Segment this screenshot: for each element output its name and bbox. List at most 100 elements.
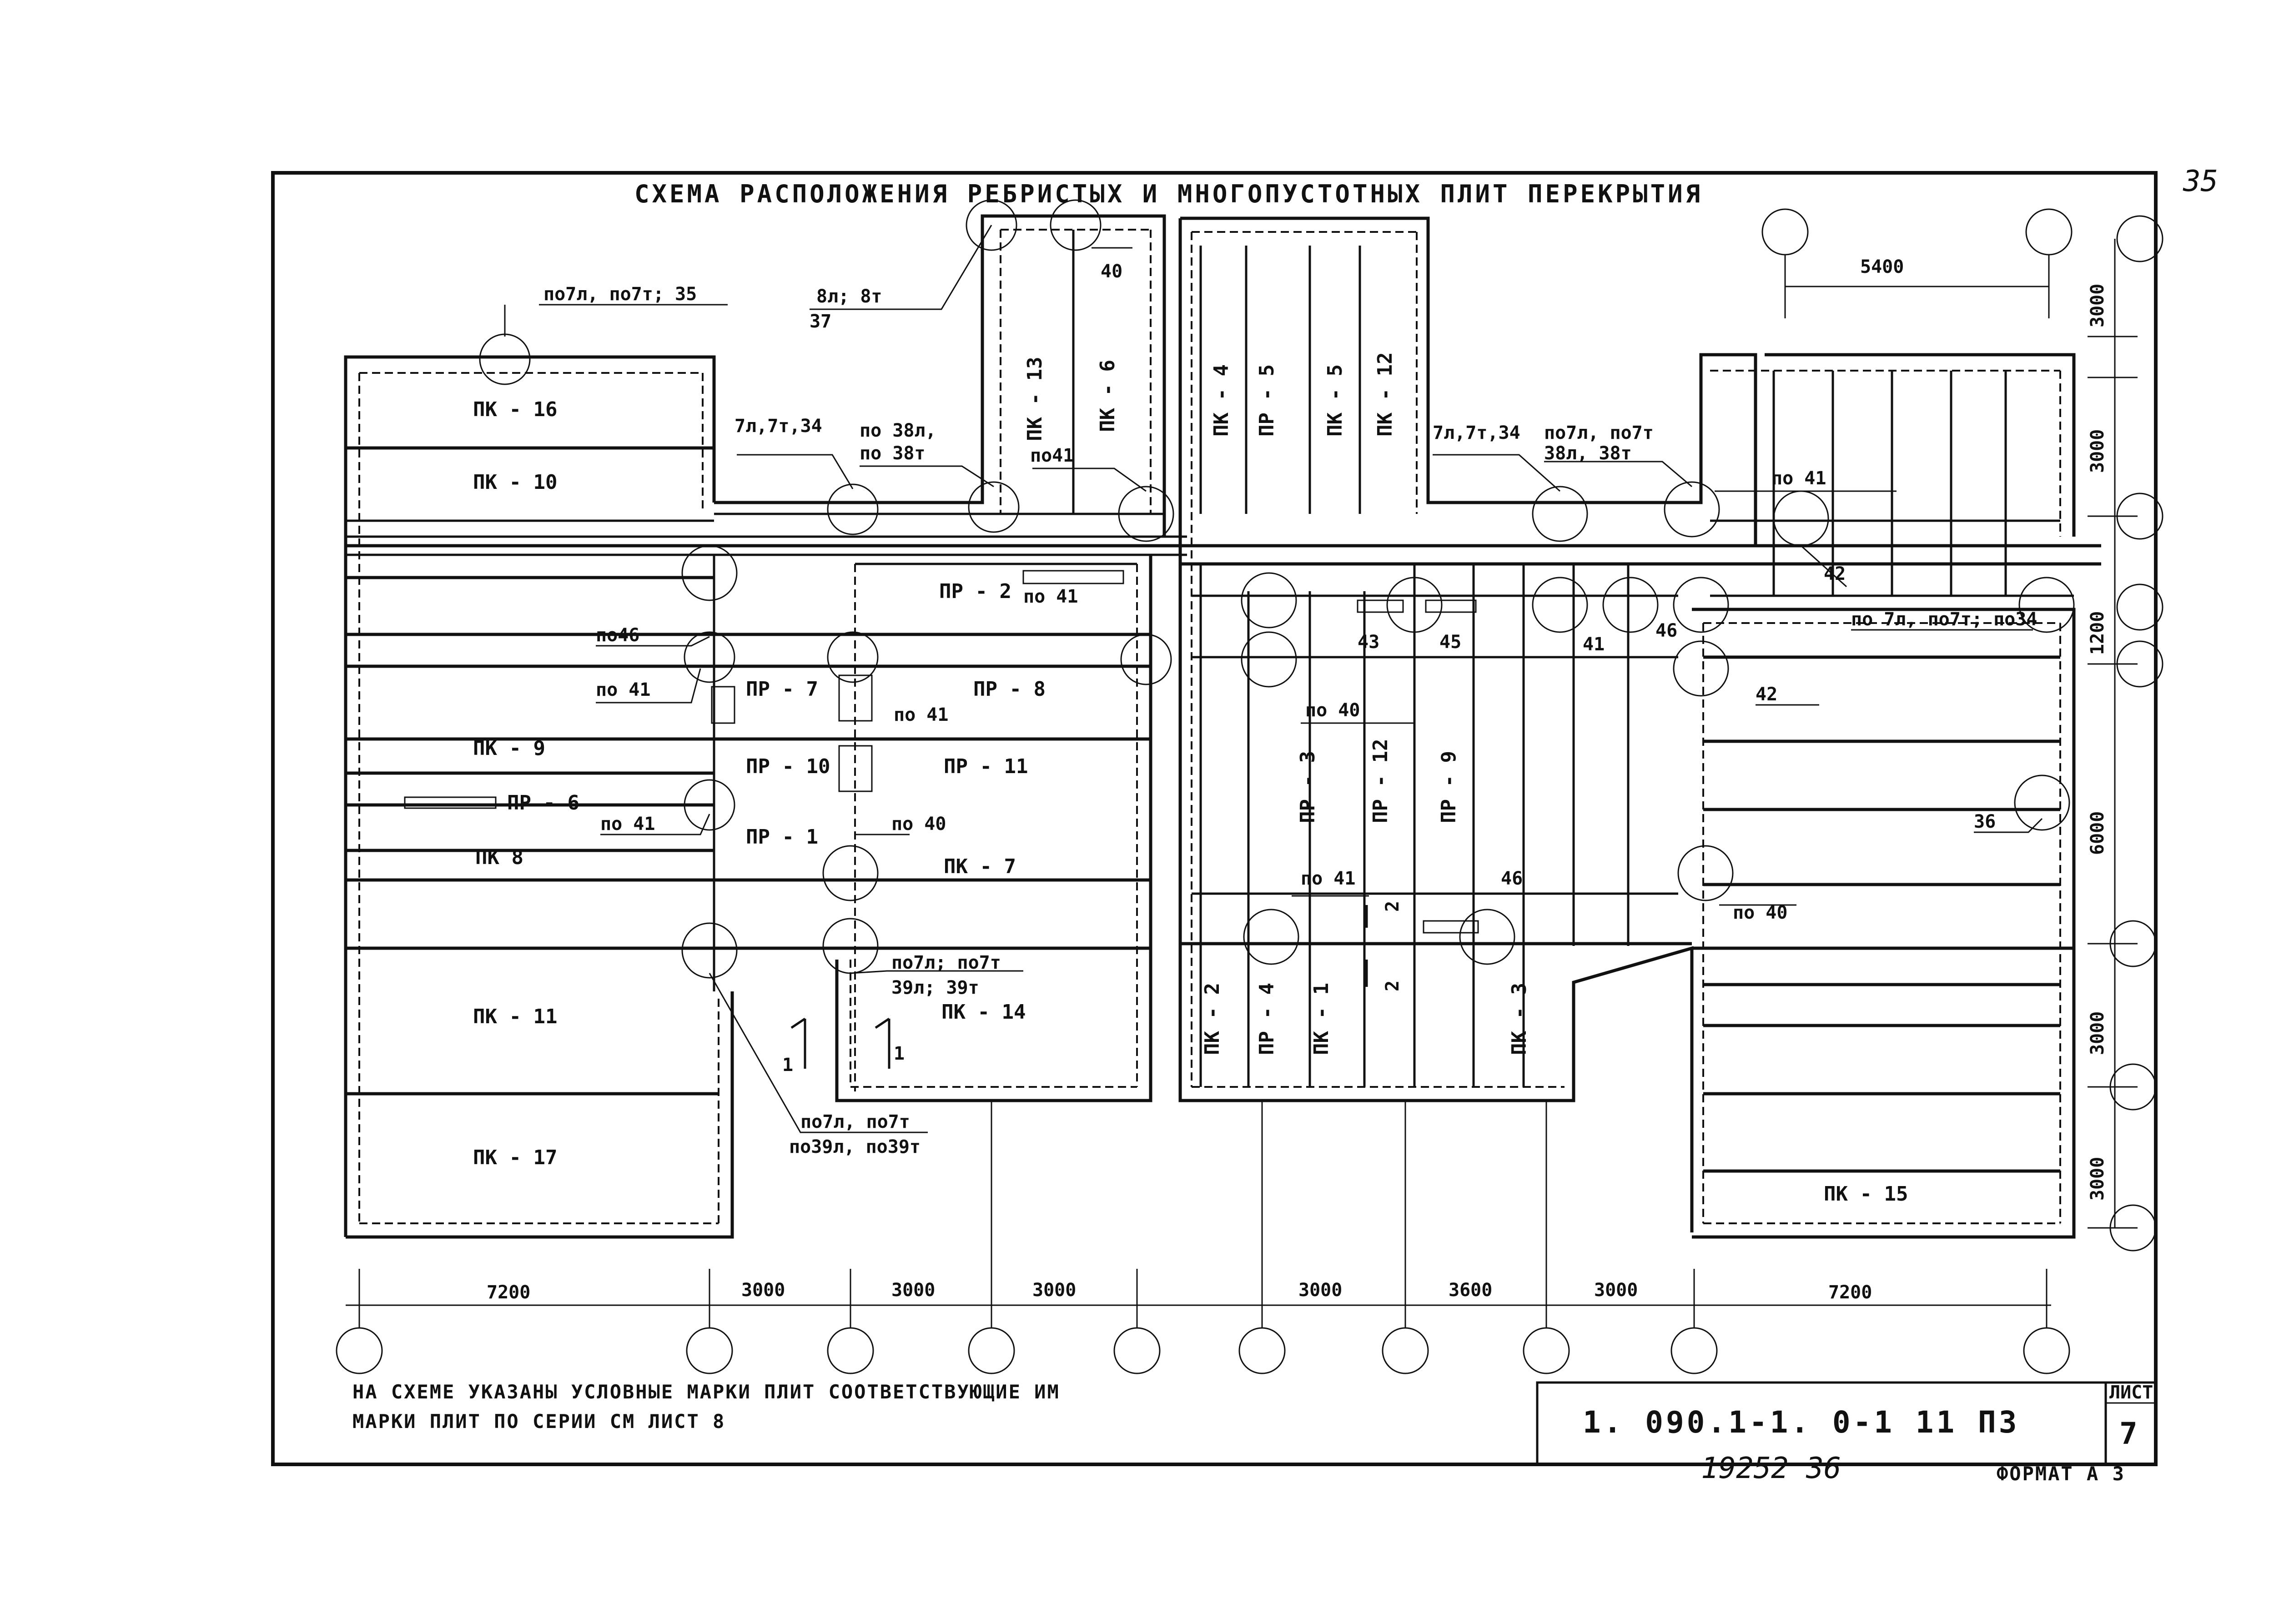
note-po40-mid: по 40: [891, 814, 946, 835]
note-po39: по39л, по39т: [789, 1136, 921, 1157]
panel-pr10: ПР - 10: [746, 755, 830, 778]
doc-code: 1. 090.1-1. 0-1 11 ПЗ: [1583, 1405, 2019, 1440]
panel-pr9: ПР - 9: [1437, 751, 1460, 823]
section-1-left: 1: [782, 1055, 793, 1076]
panel-pk3: ПК - 3: [1508, 983, 1531, 1055]
panel-pk17: ПК - 17: [473, 1146, 557, 1169]
section-1-right: 1: [894, 1043, 905, 1064]
note-po7l-bottom: по7л, по7т: [800, 1111, 910, 1132]
dim-3600: 3600: [1449, 1280, 1492, 1301]
dim-3000-r1: 3000: [2087, 284, 2108, 327]
format-label: ФОРМАТ А 3: [1997, 1463, 2125, 1485]
note-po41-l1: по 41: [596, 679, 650, 700]
note-po40-center: по 40: [1305, 700, 1360, 721]
note-po38t: по 38т: [860, 443, 926, 464]
section-2-top: 2: [1382, 901, 1403, 912]
panel-pk10: ПК - 10: [473, 471, 557, 494]
dim-1200: 1200: [2087, 611, 2108, 655]
embedded-parts: [404, 570, 1479, 934]
note-po46: по46: [596, 625, 639, 646]
note-39l-39t: 39л; 39т: [891, 977, 979, 998]
note-po41-low: по 41: [1301, 868, 1355, 889]
footer-note-line1: НА СХЕМЕ УКАЗАНЫ УСЛОВНЫЕ МАРКИ ПЛИТ СОО…: [352, 1381, 1060, 1403]
dim-3000-b3: 3000: [1032, 1280, 1076, 1301]
panel-pr4: ПР - 4: [1255, 983, 1278, 1055]
note-po41-box: по 41: [1023, 586, 1078, 607]
panel-pk12: ПК - 12: [1373, 352, 1397, 437]
panel-pk7: ПК - 7: [944, 855, 1016, 878]
panel-pk15: ПК - 15: [1824, 1182, 1908, 1206]
panel-pr11: ПР - 11: [944, 755, 1028, 778]
panel-pk11: ПК - 11: [473, 1005, 557, 1028]
panel-labels: ПК - 16 ПК - 10 ПК - 9 ПК 8 ПК - 11 ПК -…: [473, 352, 1908, 1206]
note-po41-top: по41: [1030, 445, 1074, 466]
right-block: [1692, 353, 2076, 1239]
panel-pk13: ПК - 13: [1023, 357, 1046, 441]
panel-pk9: ПК - 9: [473, 737, 545, 760]
panel-pr5: ПР - 5: [1255, 364, 1278, 437]
note-43: 43: [1358, 632, 1379, 653]
note-42b: 42: [1756, 684, 1777, 705]
panel-pr8: ПР - 8: [973, 678, 1046, 701]
note-po41-mid: по 41: [894, 704, 948, 725]
node-notes: по7л, по7т; 35 8л; 8т 37 40 7л,7т,34 по …: [543, 261, 2037, 1157]
panel-pk14: ПК - 14: [941, 1001, 1026, 1024]
note-37: 37: [810, 311, 831, 332]
dim-6000: 6000: [2087, 811, 2108, 855]
note-42a: 42: [1824, 563, 1846, 584]
section-markers: [790, 905, 1368, 1069]
note-46a: 46: [1655, 620, 1677, 641]
note-40-top: 40: [1101, 261, 1122, 282]
panel-pk8: ПК 8: [475, 846, 523, 869]
dim-3000-b2: 3000: [891, 1280, 935, 1301]
leader-lines: [504, 225, 2043, 1133]
panel-pr3: ПР - 3: [1296, 751, 1319, 823]
dim-3000-b5: 3000: [1594, 1280, 1638, 1301]
note-46b: 46: [1501, 868, 1523, 889]
note-po41-l2: по 41: [600, 814, 655, 835]
dimension-lines: [346, 239, 2138, 1328]
note-38l-38t: 38л, 38т: [1544, 443, 1632, 464]
note-po40-right: по 40: [1733, 902, 1787, 923]
panel-pk5: ПК - 5: [1323, 364, 1347, 437]
panel-pr12: ПР - 12: [1369, 739, 1392, 823]
panel-pk4: ПК - 4: [1210, 364, 1233, 437]
note-45: 45: [1439, 632, 1461, 653]
joint-circles: [479, 199, 2075, 979]
left-block: [344, 214, 1187, 1239]
panel-pr7: ПР - 7: [746, 678, 818, 701]
handwritten-page-number: 35: [2183, 165, 2218, 198]
note-po7l-35: по7л, по7т; 35: [543, 284, 697, 305]
section-2-bottom: 2: [1382, 980, 1403, 991]
footer-note-line2: МАРКИ ПЛИТ ПО СЕРИИ СМ ЛИСТ 8: [352, 1410, 725, 1433]
note-po7l-po7t-34: по 7л, по7т; по34: [1851, 609, 2037, 630]
dim-5400: 5400: [1860, 256, 1904, 277]
note-po7l-po7t-39: по7л; по7т: [891, 952, 1001, 973]
note-8l-8t: 8л; 8т: [816, 286, 882, 307]
panel-pr2: ПР - 2: [939, 580, 1011, 603]
panel-pr1: ПР - 1: [746, 825, 818, 849]
handwritten-note: 19252 36: [1701, 1452, 1841, 1485]
note-po41-right: по 41: [1771, 468, 1826, 489]
dim-3000-r3: 3000: [2087, 1011, 2108, 1055]
panel-pk16: ПК - 16: [473, 398, 557, 421]
note-41: 41: [1583, 634, 1605, 655]
dim-3000-r2: 3000: [2087, 429, 2108, 473]
dim-3000-r4: 3000: [2087, 1157, 2108, 1201]
note-36: 36: [1974, 811, 1996, 832]
note-po7l-po7t: по7л, по7т: [1544, 422, 1654, 443]
dim-3000-b4: 3000: [1298, 1280, 1342, 1301]
dim-3000-b1: 3000: [741, 1280, 785, 1301]
dimension-texts: 5400 3000 3000 1200 6000 3000 3000 7200 …: [487, 256, 2108, 1303]
note-7l-34-right: 7л,7т,34: [1433, 422, 1520, 443]
dim-7200-right: 7200: [1828, 1282, 1872, 1303]
drawing-frame: [271, 171, 2158, 1466]
sheet-label: ЛИСТ: [2109, 1382, 2153, 1403]
sheet-number: 7: [2119, 1416, 2140, 1451]
title-block: 1. 090.1-1. 0-1 11 ПЗ ЛИСТ 7: [1536, 1381, 2157, 1466]
panel-pk6: ПК - 6: [1096, 360, 1119, 432]
dim-7200-left: 7200: [487, 1282, 530, 1303]
note-po38l: по 38л,: [860, 420, 936, 441]
panel-pk1: ПК - 1: [1310, 983, 1333, 1055]
